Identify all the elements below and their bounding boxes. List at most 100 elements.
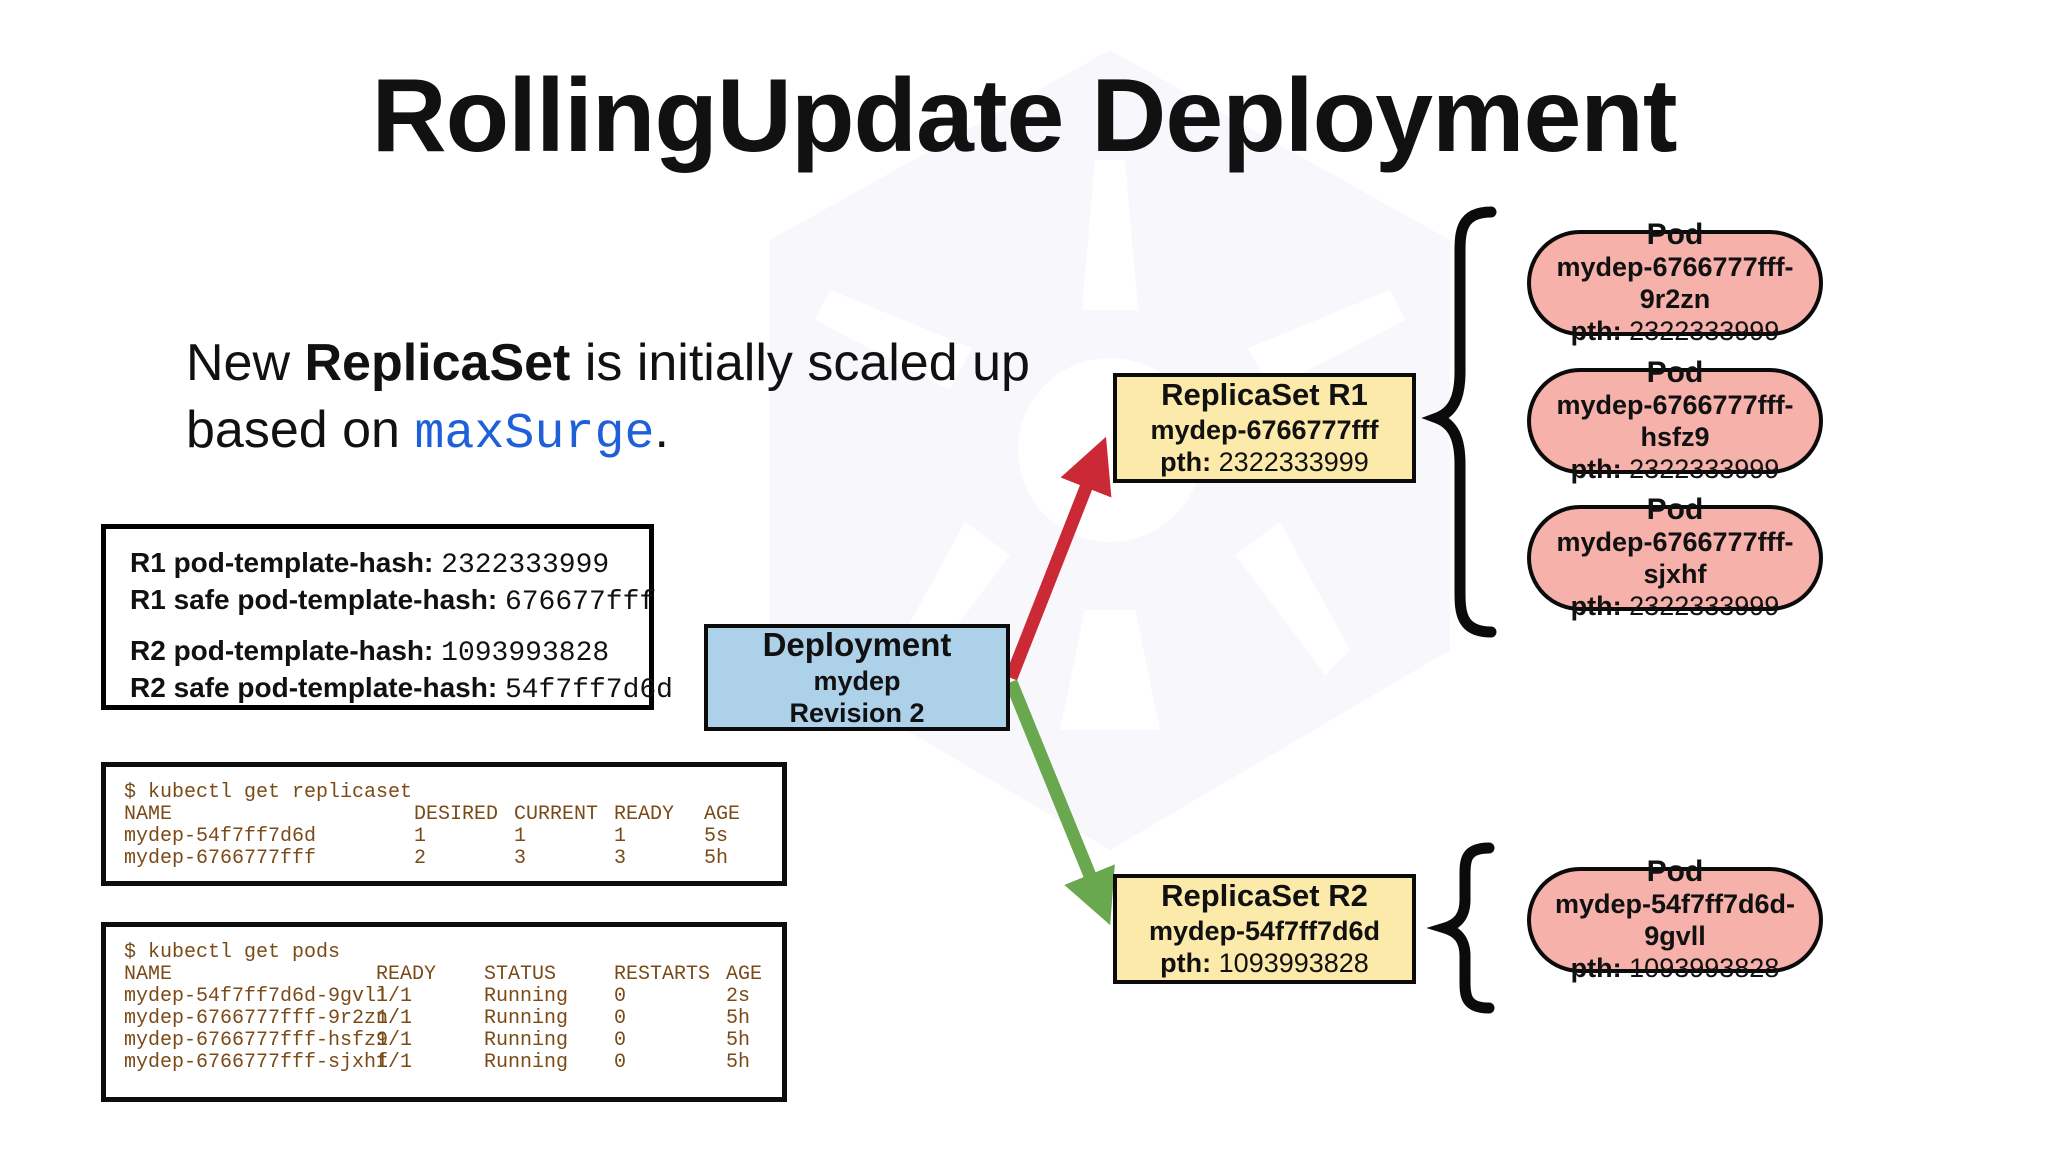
lede-bold-replicaset: ReplicaSet (304, 334, 571, 392)
cell-ready: 1/1 (376, 1007, 413, 1030)
node-pod-1[interactable]: Pod mydep-6766777fff-9r2zn pth: 23223339… (1527, 218, 1823, 346)
table-row: mydep-6766777fff-9r2zn 1/1 Running 0 5h (124, 1007, 782, 1030)
cell-name: mydep-54f7ff7d6d (124, 825, 317, 848)
lede-part2: is initially scaled up based on (186, 334, 1030, 459)
terminal-header-row: NAME READY STATUS RESTARTS AGE (124, 963, 782, 986)
terminal-prompt-line: $ kubectl get pods (124, 941, 782, 964)
node-replicaset-r2[interactable]: ReplicaSet R2 mydep-54f7ff7d6d pth: 1093… (1113, 874, 1416, 984)
cell-ready: 1/1 (376, 1051, 413, 1074)
col-age: AGE (704, 803, 741, 826)
pod4-pth-label: pth: (1570, 953, 1622, 984)
cell-restarts: 0 (614, 985, 627, 1008)
pod1-pth-value: 2322333999 (1629, 316, 1780, 347)
cell-name: mydep-6766777fff-sjxhf (124, 1051, 389, 1074)
cell-age: 5h (704, 847, 729, 870)
hash-label-r1-safe: R1 safe pod-template-hash: (130, 584, 498, 615)
cell-restarts: 0 (614, 1051, 627, 1074)
pod2-title: Pod (1646, 355, 1704, 389)
node-pod-3[interactable]: Pod mydep-6766777fff-sjxhf pth: 23223339… (1527, 493, 1823, 621)
cell-status: Running (484, 1007, 569, 1030)
pod3-pth: pth: 2322333999 (1571, 591, 1780, 623)
node-pod-4[interactable]: Pod mydep-54f7ff7d6d-9gvll pth: 10939938… (1527, 855, 1823, 983)
col-ready: READY (376, 963, 437, 986)
table-row: mydep-6766777fff-sjxhf 1/1 Running 0 5h (124, 1051, 782, 1074)
pod4-title: Pod (1646, 854, 1704, 888)
cell-current: 3 (514, 847, 527, 870)
page-title: RollingUpdate Deployment (371, 58, 1678, 174)
pod1-title: Pod (1646, 217, 1704, 251)
hash-label-r2-safe: R2 safe pod-template-hash: (130, 672, 498, 703)
deployment-name: mydep (813, 665, 901, 696)
col-status: STATUS (484, 963, 557, 986)
pod2-name: mydep-6766777fff-hsfz9 (1556, 390, 1794, 453)
hash-value-r2-safe: 54f7ff7d6d (504, 675, 673, 706)
col-current: CURRENT (514, 803, 599, 826)
pod3-name: mydep-6766777fff-sjxhf (1556, 527, 1794, 590)
cell-ready: 1/1 (376, 1029, 413, 1052)
hash-line-r2-safe: R2 safe pod-template-hash: 54f7ff7d6d (130, 672, 673, 706)
pod4-pth-value: 1093993828 (1629, 953, 1780, 984)
pod2-pth-value: 2322333999 (1629, 454, 1780, 485)
cell-age: 5h (726, 1051, 751, 1074)
hash-line-r1: R1 pod-template-hash: 2322333999 (130, 547, 609, 581)
arrow-deployment-to-rs1 (1004, 436, 1112, 681)
rs1-title: ReplicaSet R1 (1161, 377, 1368, 413)
deployment-title: Deployment (762, 625, 952, 663)
hash-value-r1: 2322333999 (441, 550, 610, 581)
table-row: mydep-54f7ff7d6d-9gvll 1/1 Running 0 2s (124, 985, 782, 1008)
cell-ready: 1/1 (376, 985, 413, 1008)
table-row: mydep-6766777fff 2 3 3 5h (124, 847, 782, 870)
col-name: NAME (124, 803, 173, 826)
cell-age: 5s (704, 825, 729, 848)
node-replicaset-r1[interactable]: ReplicaSet R1 mydep-6766777fff pth: 2322… (1113, 373, 1416, 483)
cell-current: 1 (514, 825, 527, 848)
cell-ready: 3 (614, 847, 627, 870)
lede-text: New ReplicaSet is initially scaled up ba… (186, 330, 1066, 467)
rs1-pth-value: 2322333999 (1218, 447, 1369, 478)
rs2-pth-label: pth: (1160, 948, 1212, 979)
pod4-name: mydep-54f7ff7d6d-9gvll (1554, 889, 1796, 952)
pod2-pth: pth: 2322333999 (1571, 454, 1780, 486)
cell-name: mydep-6766777fff-9r2zn (124, 1007, 389, 1030)
col-restarts: RESTARTS (614, 963, 711, 986)
pod3-title: Pod (1646, 492, 1704, 526)
col-name: NAME (124, 963, 173, 986)
cell-age: 5h (726, 1007, 751, 1030)
lede-code-maxsurge: maxSurge (414, 405, 655, 463)
cell-status: Running (484, 1029, 569, 1052)
pod4-pth: pth: 1093993828 (1571, 953, 1780, 985)
cell-name: mydep-6766777fff-hsfz9 (124, 1029, 389, 1052)
brace-rs2-pod (1426, 842, 1495, 1014)
cell-ready: 1 (614, 825, 627, 848)
terminal-header-row: NAME DESIRED CURRENT READY AGE (124, 803, 782, 826)
cell-status: Running (484, 985, 569, 1008)
pod1-pth: pth: 2322333999 (1571, 316, 1780, 348)
rs1-pth-label: pth: (1160, 447, 1212, 478)
col-desired: DESIRED (414, 803, 499, 826)
table-row: mydep-54f7ff7d6d 1 1 1 5s (124, 825, 782, 848)
col-age: AGE (726, 963, 763, 986)
rs2-name: mydep-54f7ff7d6d (1148, 915, 1381, 946)
terminal-command: $ kubectl get pods (124, 941, 341, 964)
lede-part3: . (654, 400, 669, 459)
node-pod-2[interactable]: Pod mydep-6766777fff-hsfz9 pth: 23223339… (1527, 356, 1823, 484)
brace-rs1-pods (1421, 206, 1497, 638)
node-deployment[interactable]: Deployment mydep Revision 2 (704, 624, 1010, 731)
lede-part1: New (186, 334, 305, 392)
cell-status: Running (484, 1051, 569, 1074)
terminal-command: $ kubectl get replicaset (124, 781, 413, 804)
terminal-prompt-line: $ kubectl get replicaset (124, 781, 782, 804)
cell-restarts: 0 (614, 1007, 627, 1030)
hash-line-r1-safe: R1 safe pod-template-hash: 676677fff (130, 584, 656, 618)
terminal-get-pods: $ kubectl get pods NAME READY STATUS RES… (101, 922, 787, 1102)
arrow-deployment-to-rs2 (1004, 679, 1115, 926)
pod1-pth-label: pth: (1570, 316, 1622, 347)
rs2-title: ReplicaSet R2 (1161, 878, 1368, 914)
hash-line-r2: R2 pod-template-hash: 1093993828 (130, 635, 609, 669)
pod2-pth-label: pth: (1570, 454, 1622, 485)
rs2-pth: pth: 1093993828 (1160, 947, 1369, 979)
rs1-name: mydep-6766777fff (1150, 414, 1379, 445)
hash-info-box: R1 pod-template-hash: 2322333999 R1 safe… (101, 524, 673, 710)
pod1-name: mydep-6766777fff-9r2zn (1556, 252, 1794, 315)
